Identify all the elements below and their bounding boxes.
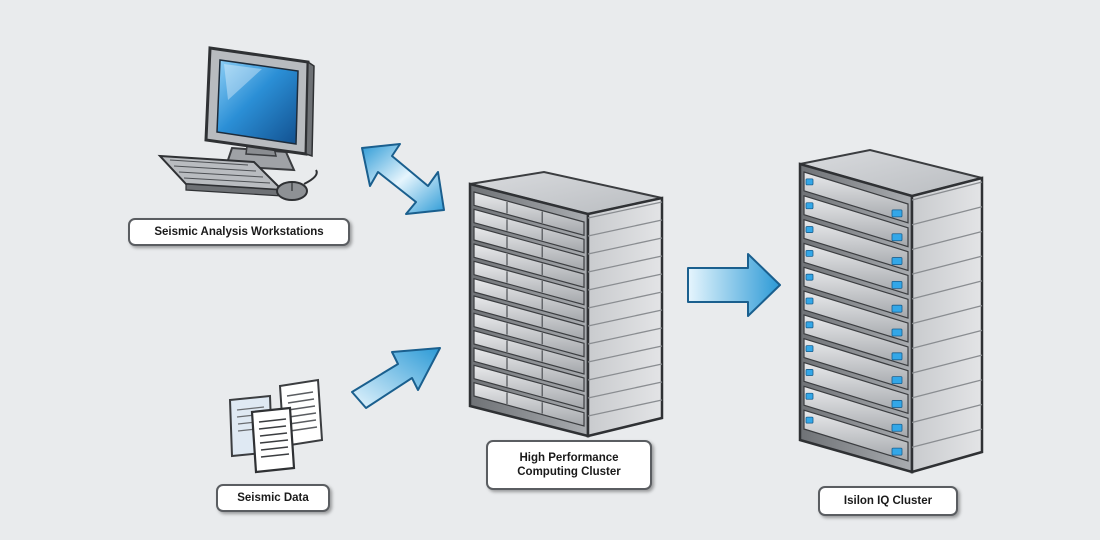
seismic-data-label-text: Seismic Data: [237, 492, 309, 504]
isilon-node: [803, 409, 909, 462]
hpc-blade: [473, 225, 585, 271]
isilon-cluster-icon: [798, 148, 984, 474]
hpc-label: High Performance Computing Cluster: [486, 440, 652, 490]
workstation-label: Seismic Analysis Workstations: [128, 218, 350, 246]
isilon-node: [803, 385, 909, 438]
hpc-label-line2: Computing Cluster: [517, 466, 621, 478]
hpc-blade: [473, 329, 585, 375]
isilon-node: [803, 361, 909, 415]
documents-icon: [228, 378, 324, 474]
hpc-blade: [473, 381, 585, 427]
bidirectional-arrow: [361, 143, 445, 215]
hpc-blade: [473, 364, 585, 410]
data-to-hpc-arrow: [351, 347, 441, 409]
seismic-data-label: Seismic Data: [216, 484, 330, 512]
isilon-node: [803, 314, 909, 367]
isilon-node: [803, 171, 909, 224]
isilon-node: [803, 290, 909, 343]
hpc-blade: [473, 312, 585, 358]
hpc-label-line1: High Performance: [519, 452, 619, 464]
isilon-node: [803, 266, 909, 319]
isilon-node: [803, 242, 909, 296]
hpc-cluster-icon: [468, 170, 664, 438]
workstation-icon: [157, 46, 318, 201]
hpc-blade: [473, 277, 585, 323]
hpc-blade: [473, 295, 585, 341]
hpc-blade: [473, 208, 585, 254]
isilon-node: [803, 195, 909, 248]
hpc-to-isilon-arrow: [687, 253, 781, 317]
hpc-blade: [473, 243, 585, 289]
isilon-label-text: Isilon IQ Cluster: [843, 495, 933, 507]
workstation-label-text: Seismic Analysis Workstations: [154, 226, 324, 238]
isilon-node: [803, 337, 909, 391]
hpc-blade: [473, 191, 585, 237]
hpc-blade: [473, 260, 585, 306]
hpc-blade: [473, 347, 585, 393]
isilon-node: [803, 218, 909, 272]
isilon-label: Isilon IQ Cluster: [818, 486, 958, 516]
